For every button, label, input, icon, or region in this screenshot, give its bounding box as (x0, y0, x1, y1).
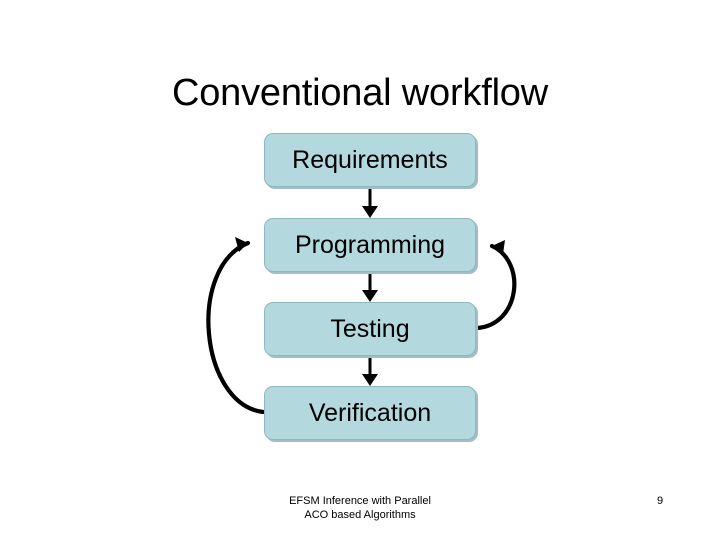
connector-testing-to-verification (362, 357, 378, 386)
flow-node-requirements[interactable]: Requirements (264, 133, 476, 187)
flow-node-label: Requirements (292, 146, 448, 174)
connector-verification-to-programming (206, 237, 266, 415)
footer-note: EFSM Inference with Parallel ACO based A… (0, 494, 720, 522)
flow-node-label: Verification (308, 399, 432, 427)
flow-node-programming[interactable]: Programming (264, 218, 476, 272)
connector-testing-to-programming (474, 240, 517, 331)
flow-node-verification[interactable]: Verification (264, 386, 476, 440)
connector-programming-to-testing (362, 273, 378, 302)
flow-node-label: Testing (330, 315, 410, 343)
footer-line-2: ACO based Algorithms (304, 509, 416, 521)
page-title: Conventional workflow (172, 72, 548, 115)
connector-requirements-to-programming (362, 188, 378, 218)
flow-node-label: Programming (294, 231, 446, 259)
footer-line-1: EFSM Inference with Parallel (289, 495, 431, 507)
page-number: 9 (656, 495, 664, 507)
flow-node-testing[interactable]: Testing (264, 302, 476, 356)
